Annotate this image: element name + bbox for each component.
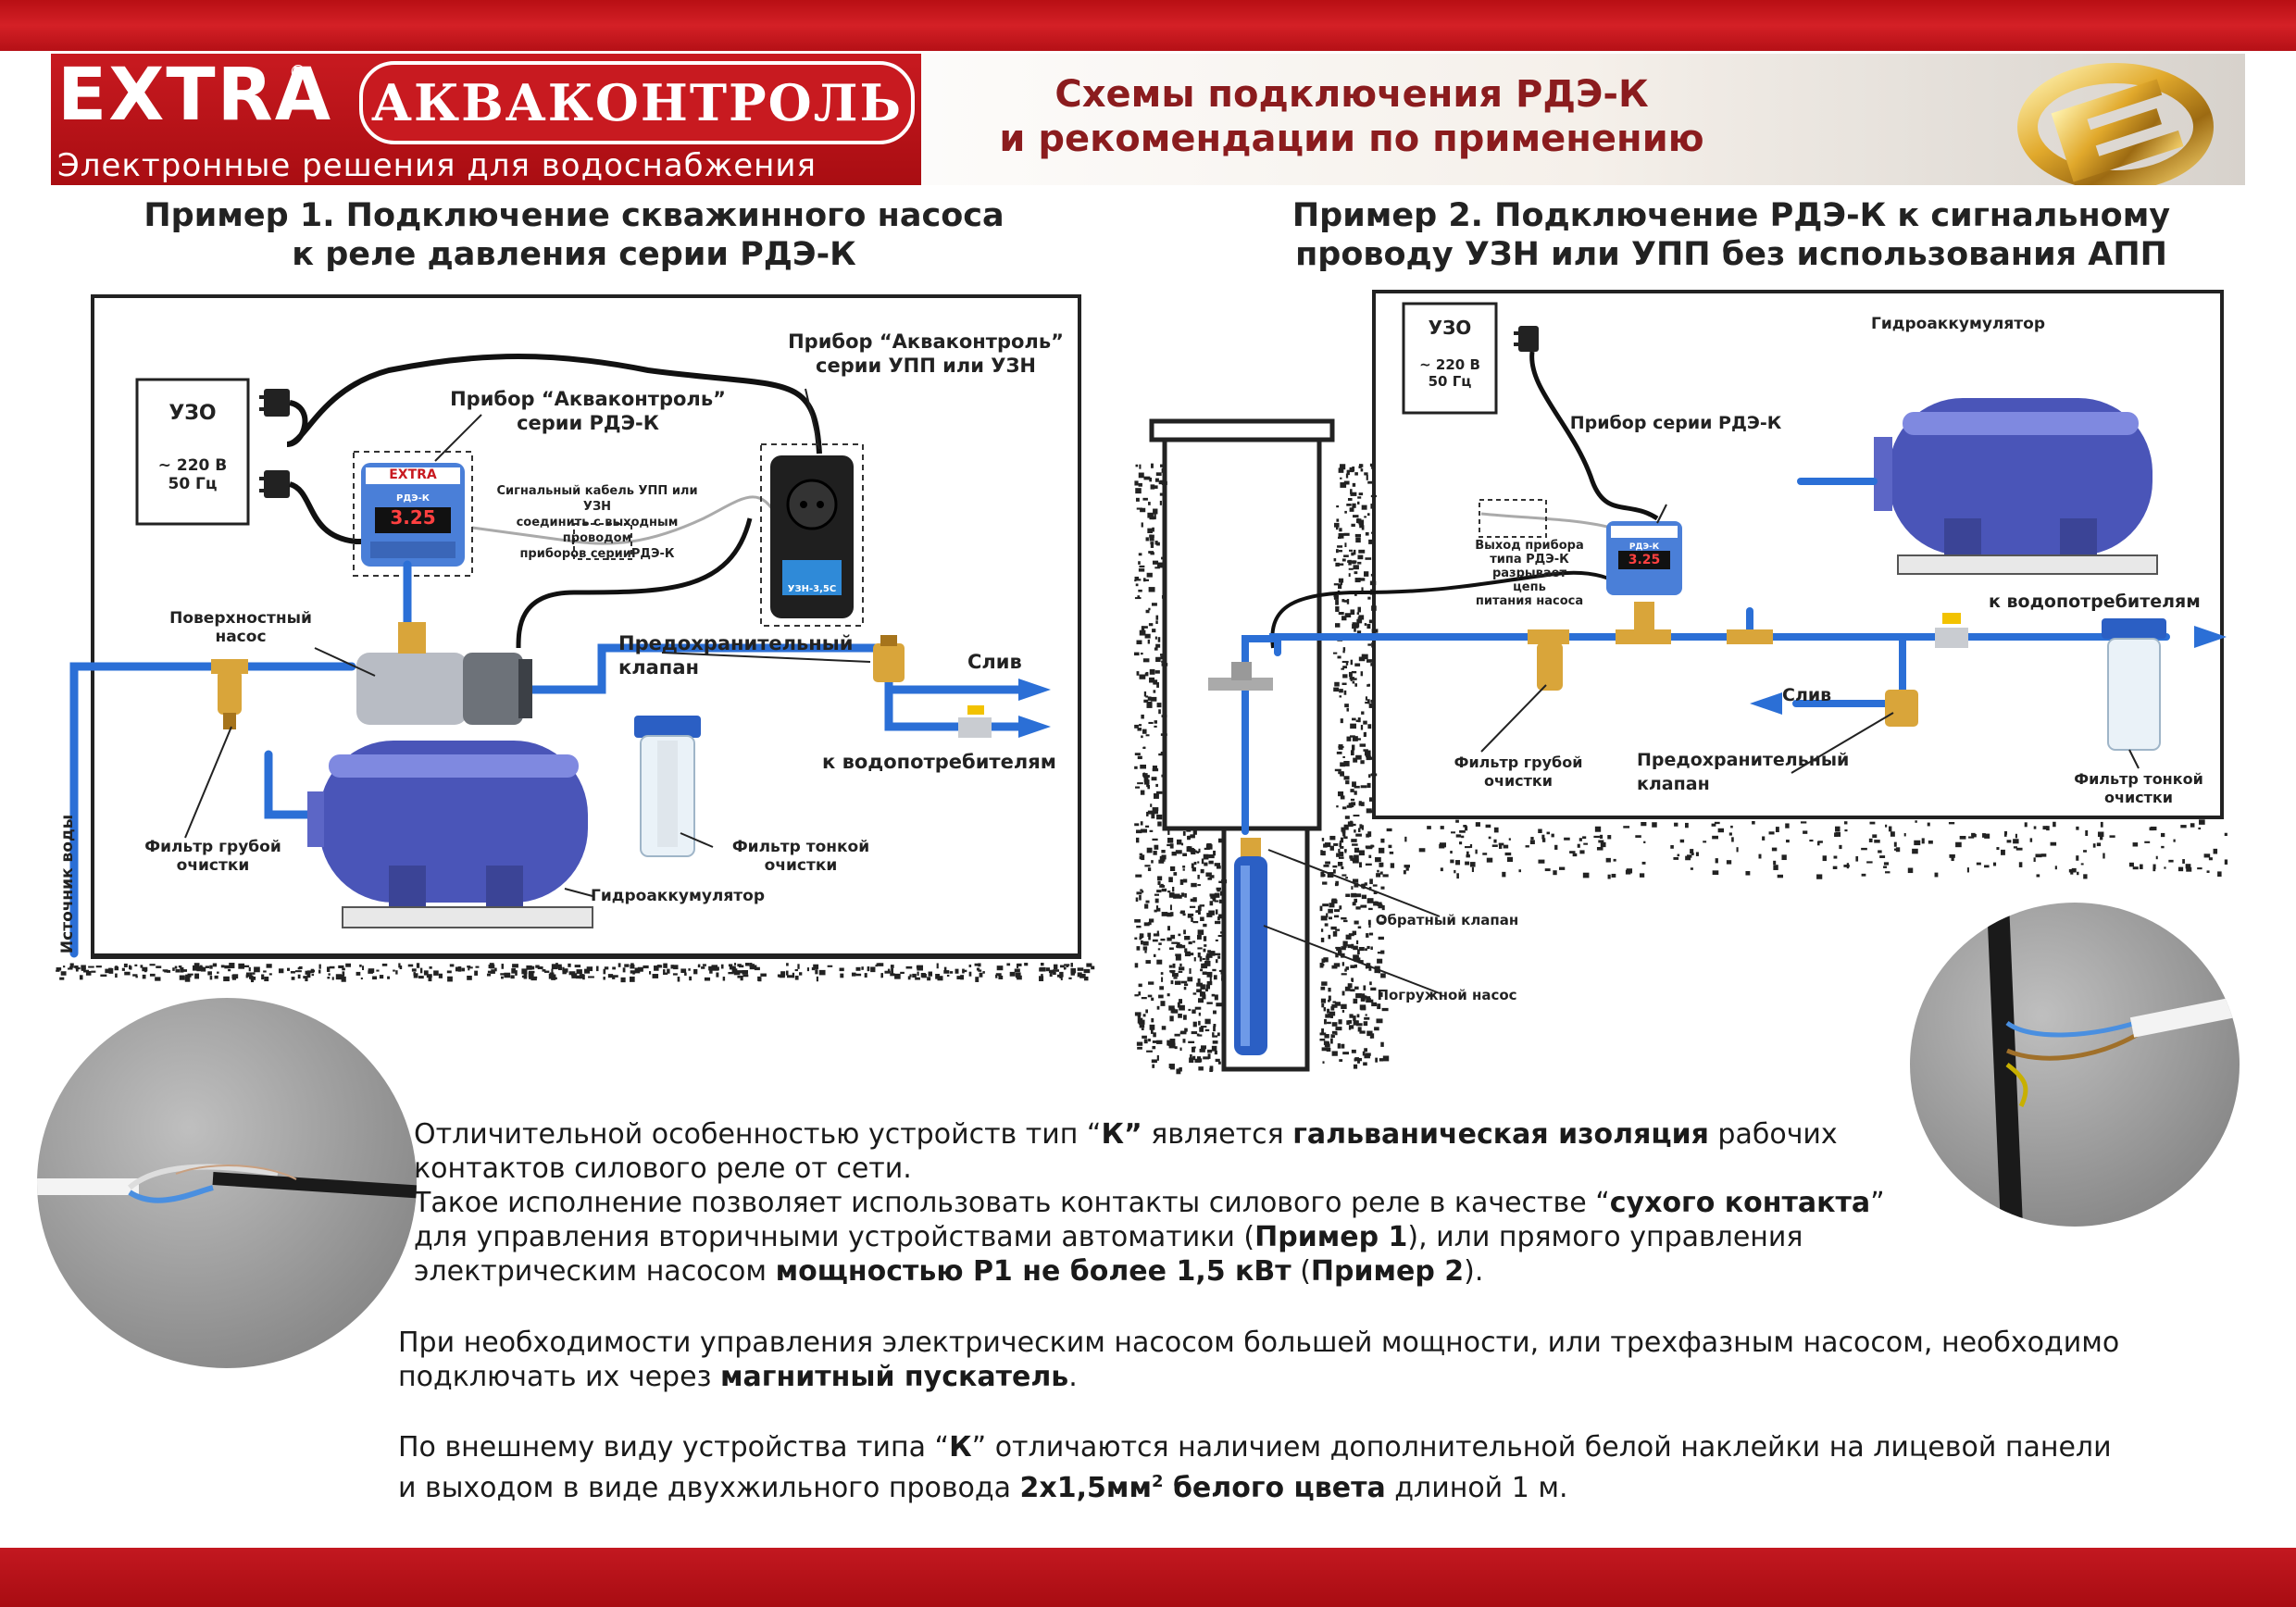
example1-consumers-label: к водопотребителям — [822, 751, 1056, 773]
extra-logo: EXTRA — [57, 54, 333, 137]
text-line: электрическим насосом мощностью Р1 не бо… — [414, 1255, 1484, 1288]
example2-coarse-filter-label: Фильтр грубой очистки — [1454, 754, 1583, 790]
example1-accumulator-label: Гидроаккумулятор — [591, 887, 765, 905]
example1-title: Пример 1. Подключение скважинного насоса… — [144, 197, 1004, 273]
example1-diagram — [56, 354, 1095, 983]
example1-ball-valve — [958, 705, 992, 738]
brand-name-badge: АКВАКОНТРОЛЬ — [359, 61, 915, 144]
example1-rde-device — [361, 463, 465, 567]
example2-output-label: Выход прибора типа РДЭ-К разрывает цепь … — [1475, 539, 1584, 608]
page-title-line1: Схемы подключения РДЭ-К — [1054, 73, 1649, 116]
example2-safety-valve — [1885, 690, 1918, 727]
example1-ground — [56, 953, 1095, 983]
example1-fine-filter — [634, 716, 701, 857]
example1-drain-arrow-icon — [1018, 679, 1051, 701]
example2-drain-label: Слив — [1782, 685, 1832, 705]
gold-emblem-icon — [2017, 63, 2214, 185]
example2-submersible-pump-label: Погружной насос — [1377, 987, 1517, 1003]
example2-consumers-label: к водопотребителям — [1989, 592, 2201, 612]
example2-plug-icon — [1514, 326, 1539, 352]
example1-accumulator — [307, 741, 593, 928]
example2-tee-fitting-2 — [1727, 629, 1773, 644]
example2-pump-cable — [1270, 570, 1636, 649]
example1-pump-cable — [516, 517, 753, 649]
example2-device-display: 3.25 — [1628, 553, 1661, 567]
bottom-red-bar — [0, 1548, 2296, 1607]
example1-drain-label: Слив — [967, 651, 1022, 673]
example1-surface-pump-label: Поверхностный насос — [169, 609, 312, 646]
brand-tagline: Электронные решения для водоснабжения — [57, 147, 817, 184]
example2-device-rde-label: Прибор серии РДЭ-К — [1569, 413, 1782, 433]
example2-diagram — [1134, 302, 2228, 1075]
cable-photo-left — [37, 998, 417, 1368]
example2-submersible-pump — [1234, 838, 1267, 1055]
example1-device-model: РДЭ-К — [396, 493, 430, 504]
example2-ground — [1134, 463, 2228, 1075]
example2-output-cable — [1480, 512, 1612, 529]
text-line: По внешнему виду устройства типа “К” отл… — [398, 1431, 2112, 1464]
example1-upp-model: УЗН-3,5С — [787, 584, 837, 594]
example1-signal-cable — [471, 495, 780, 545]
example2-coarse-filter — [1528, 629, 1569, 691]
example1-water-source-label: Источник воды — [58, 814, 77, 954]
text-line: контактов силового реле от сети. — [414, 1152, 912, 1185]
example1-safety-valve — [873, 635, 905, 682]
example2-ball-valve — [1935, 613, 1968, 648]
registered-mark: ® — [289, 61, 307, 83]
example1-device-upp-label: Прибор “Акваконтроль” серии УПП или УЗН — [788, 330, 1064, 377]
example2-consumers-arrow-icon — [2194, 626, 2227, 648]
example1-upp-device — [770, 455, 854, 618]
example2-title: Пример 2. Подключение РДЭ-К к сигнальном… — [1292, 197, 2171, 273]
top-red-bar — [0, 0, 2296, 51]
page-title-line2: и рекомендации по применению — [999, 118, 1704, 160]
paragraph-magnetic-starter: При необходимости управления электрическ… — [398, 1326, 2250, 1394]
cable-splice-image — [37, 1164, 417, 1203]
example2-wellhead — [1208, 662, 1273, 691]
example1-plug-icon — [259, 389, 290, 498]
example2-drain-arrow-icon — [1750, 692, 1782, 715]
example1-signal-cable-label: Сигнальный кабель УПП или УЗН соединить … — [496, 484, 698, 561]
example2-uzo-label: УЗО — [1428, 317, 1472, 339]
example2-accumulator-label: Гидроаккумулятор — [1871, 315, 2045, 333]
paragraph-galvanic-isolation: Отличительной особенностью устройств тип… — [414, 1117, 1932, 1289]
page-title: Схемы подключения РДЭ-К и рекомендации п… — [981, 72, 1722, 161]
example2-fine-filter — [2102, 618, 2166, 751]
cable-junction-image — [1987, 903, 2240, 1227]
cable-photo-right — [1910, 903, 2240, 1227]
example1-uzo-box — [135, 378, 250, 526]
example2-power-cable — [1529, 351, 1659, 521]
example1-voltage-label: ~ 220 В 50 Гц — [157, 456, 228, 493]
example2-rde-device — [1606, 521, 1682, 595]
paragraph-appearance: По внешнему виду устройства типа “К” отл… — [398, 1430, 2250, 1505]
example1-surface-pump — [356, 622, 532, 725]
example1-device-brand: EXTRA — [389, 467, 437, 482]
example1-frame — [91, 294, 1081, 959]
example1-uzo-label: УЗО — [168, 402, 217, 425]
example1-device-display: 3.25 — [390, 506, 436, 529]
text-line: При необходимости управления электрическ… — [398, 1327, 2120, 1359]
text-line: Отличительной особенностью устройств тип… — [414, 1118, 1838, 1151]
text-line: и выходом в виде двухжильного провода 2х… — [398, 1472, 1568, 1504]
example2-voltage-label: ~ 220 В 50 Гц — [1419, 356, 1480, 390]
example1-coarse-filter — [211, 659, 248, 729]
example2-uzo-box — [1402, 302, 1498, 415]
example2-check-valve-label: Обратный клапан — [1375, 912, 1519, 928]
example2-device-model: РДЭ-К — [1628, 542, 1660, 552]
text-line: для управления вторичными устройствами а… — [414, 1221, 1803, 1253]
example1-safety-valve-label: Предохранительный клапан — [618, 632, 854, 679]
example2-fine-filter-label: Фильтр тонкой очистки — [2074, 770, 2203, 806]
example1-power-cable-2 — [288, 481, 361, 544]
example2-accumulator — [1874, 398, 2158, 575]
example1-coarse-filter-label: Фильтр грубой очистки — [144, 838, 281, 875]
example2-safety-valve-label: Предохранительный клапан — [1637, 750, 1850, 794]
example1-consumers-arrow-icon — [1018, 716, 1051, 738]
example1-power-cable — [286, 354, 822, 455]
example1-device-rde-label: Прибор “Акваконтроль” серии РДЭ-К — [450, 388, 726, 434]
text-line: подключать их через магнитный пускатель. — [398, 1361, 1078, 1393]
example1-fine-filter-label: Фильтр тонкой очистки — [731, 838, 870, 875]
example2-tee-fitting — [1616, 602, 1671, 644]
text-line: Такое исполнение позволяет использовать … — [414, 1187, 1885, 1219]
